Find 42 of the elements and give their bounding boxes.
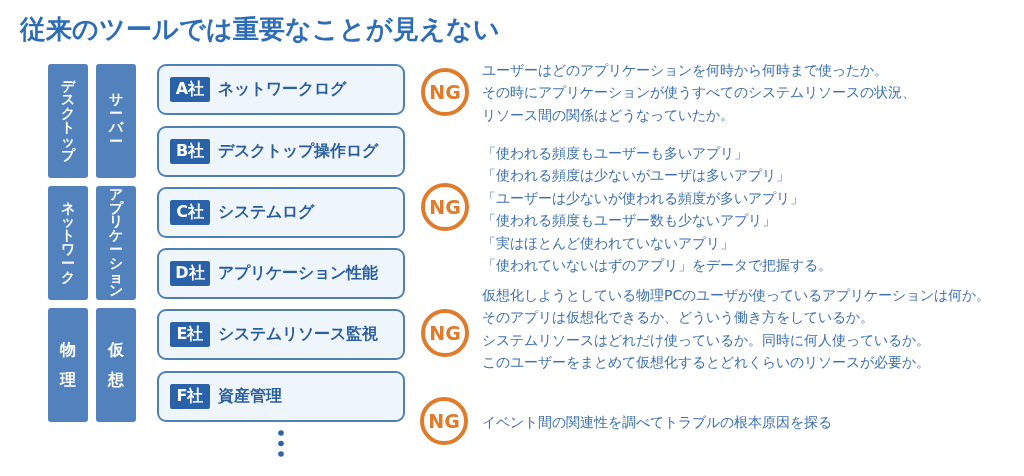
tool-box xyxy=(157,309,405,360)
company-badge: A社 xyxy=(170,77,210,102)
note-text: システムリソースはどれだけ使っているか。同時に何人使っているか。 xyxy=(482,330,930,350)
note-text: 「使われる頻度もユーザーも多いアプリ」 xyxy=(482,144,748,163)
note-text: このユーザーをまとめて仮想化するとどれくらいのリソースが必要か。 xyxy=(482,353,930,373)
tool-name: デスクトップ操作ログ xyxy=(218,141,378,162)
tool-name: システムリソース監視 xyxy=(218,324,378,345)
category-bar: 仮想 xyxy=(96,308,136,422)
category-bar: ネットワーク xyxy=(48,186,88,300)
category-bar: サーバー xyxy=(96,64,136,178)
note-text: そのアプリは仮想化できるか、どういう働き方をしているか。 xyxy=(482,308,874,328)
company-badge: E社 xyxy=(170,322,210,347)
category-bar: デスクトップ xyxy=(48,64,88,178)
note-text: 「ユーザーは少ないが使われる頻度が多いアプリ」 xyxy=(482,188,804,208)
note-text: ユーザーはどのアプリケーションを何時から何時まで使ったか。 xyxy=(482,61,888,80)
note-text: 「使われていないはずのアプリ」をデータで把握する。 xyxy=(482,256,832,276)
category-bar: アプリケーション xyxy=(96,186,136,300)
note-text: 「使われる頻度は少ないがユーザは多いアプリ」 xyxy=(482,166,790,186)
tool-box xyxy=(157,248,405,299)
company-badge: C社 xyxy=(170,200,210,225)
tool-name: システムログ xyxy=(218,202,314,223)
note-text: イベント間の関連性を調べてトラブルの根本原因を探る xyxy=(482,413,832,432)
note-text: 「使われる頻度もユーザー数も少ないアプリ」 xyxy=(482,211,776,231)
title: 従来のツールでは重要なことが見えない xyxy=(20,13,500,46)
note-text: 仮想化しようとしている物理PCのユーザが使っているアプリケーションは何か。 xyxy=(482,286,991,305)
ng-circle: NG xyxy=(420,397,468,445)
company-badge: D社 xyxy=(170,261,210,286)
company-badge: B社 xyxy=(170,139,210,164)
category-bar: 物理 xyxy=(48,308,88,422)
tool-name: ネットワークログ xyxy=(218,79,346,100)
ng-circle: NG xyxy=(421,68,469,116)
ng-circle: NG xyxy=(421,183,469,231)
tool-box xyxy=(157,64,405,115)
ng-circle: NG xyxy=(421,309,469,357)
tool-box xyxy=(157,371,405,422)
tool-box xyxy=(157,126,405,177)
tool-name: アプリケーション性能 xyxy=(218,263,378,284)
note-text: その時にアプリケーションが使うすべてのシステムリソースの状況、リソース間の関係はどうなっていたか。 xyxy=(482,83,917,125)
company-badge: F社 xyxy=(170,384,210,409)
tool-name: 資産管理 xyxy=(218,386,282,407)
note-text: 「実はほとんど使われていないアプリ」 xyxy=(482,233,734,253)
tool-box xyxy=(157,187,405,238)
